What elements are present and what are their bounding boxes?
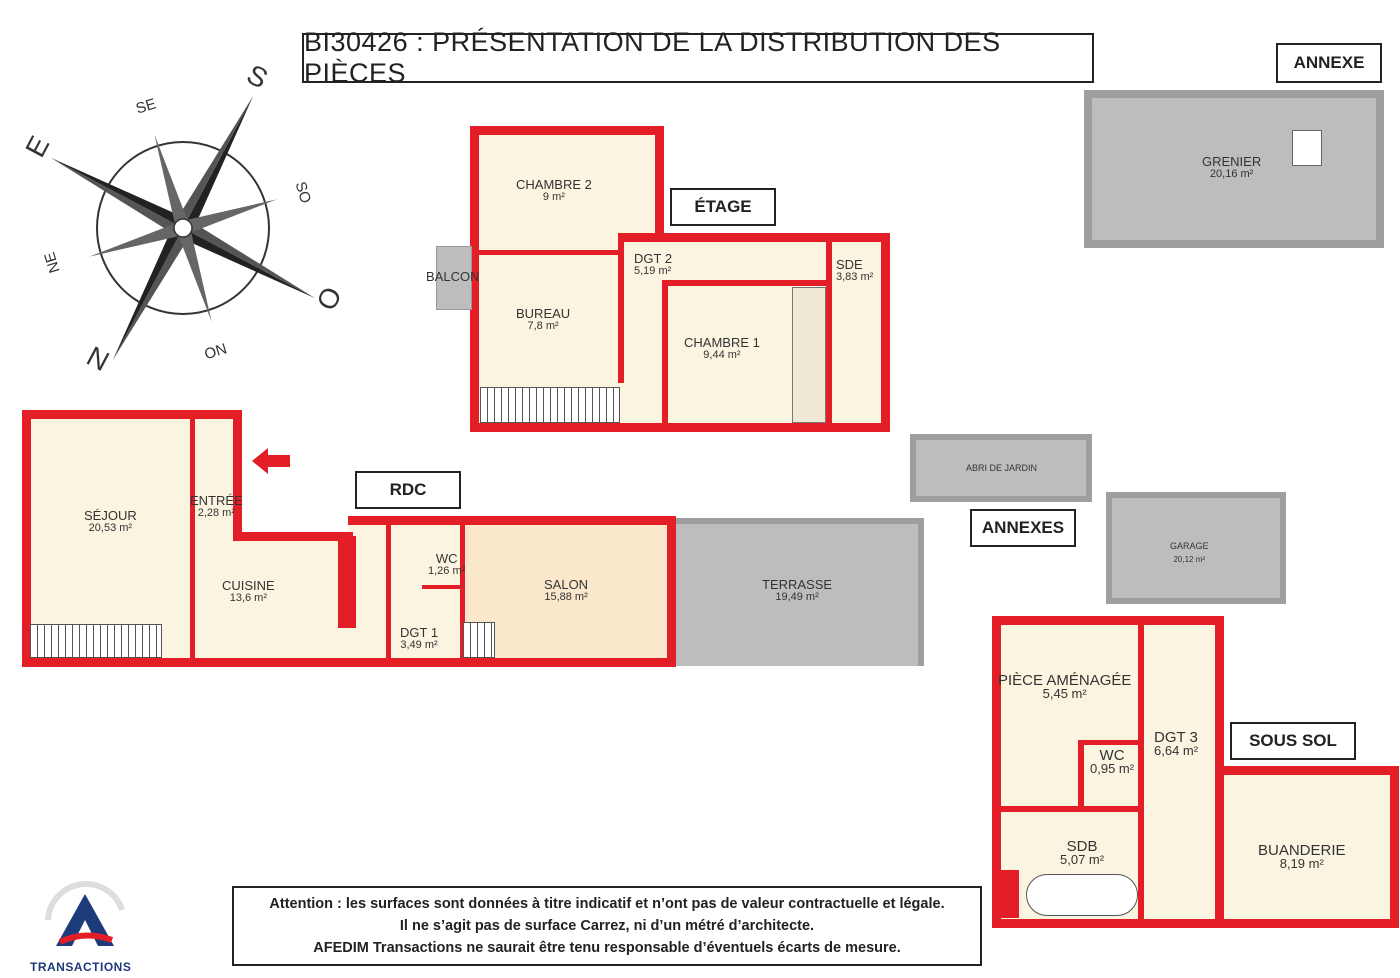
floor-dgt1 <box>348 516 466 666</box>
skylight-icon <box>1292 130 1322 166</box>
tag-etage-text: ÉTAGE <box>694 197 752 216</box>
tag-annexes-text: ANNEXES <box>981 518 1065 537</box>
disclaimer-notice: Attention : les surfaces sont données à … <box>232 886 982 966</box>
terrasse-area <box>676 518 924 666</box>
tag-annexe: ANNEXE <box>1276 43 1382 83</box>
notice-line-2: Il ne s’agit pas de surface Carrez, ni d… <box>399 918 815 934</box>
floor-buanderie <box>1218 766 1398 928</box>
logo-text: TRANSACTIONS <box>30 960 132 974</box>
bathtub-icon <box>1026 874 1138 916</box>
floor-rdc-left <box>22 410 242 666</box>
wardrobe <box>792 287 826 423</box>
balcon-area <box>436 246 472 310</box>
label-abri: ABRI DE JARDIN <box>966 463 1038 473</box>
tag-annexe-text: ANNEXE <box>1293 53 1365 72</box>
floor-salon <box>462 516 676 666</box>
stairs-rdc <box>30 624 162 658</box>
abri-area <box>910 434 1092 502</box>
page-title: BI30426 : PRÉSENTATION DE LA DISTRIBUTIO… <box>302 27 1094 88</box>
label-balcon: BALCON <box>426 269 480 284</box>
afedim-logo-icon <box>45 881 125 946</box>
tag-etage: ÉTAGE <box>670 188 776 226</box>
page-title-text: BI30426 : PRÉSENTATION DE LA DISTRIBUTIO… <box>304 27 1001 88</box>
entrance-arrow-icon <box>252 448 290 474</box>
compass-ne: NE <box>41 250 64 275</box>
tag-rdc-text: RDC <box>389 480 427 499</box>
floor-cuisine <box>232 536 352 666</box>
tag-annexes: ANNEXES <box>970 509 1076 547</box>
stairs-salon <box>463 622 495 658</box>
notice-line-3: AFEDIM Transactions ne saurait être tenu… <box>313 940 901 956</box>
tag-sous-sol-text: SOUS SOL <box>1249 731 1337 750</box>
grenier-area <box>1084 90 1384 248</box>
compass-rose-icon <box>50 95 316 361</box>
stairs-etage <box>480 387 620 423</box>
tag-sous-sol: SOUS SOL <box>1230 722 1356 760</box>
compass-so: SO <box>291 179 315 206</box>
tag-rdc: RDC <box>355 471 461 509</box>
garage-area <box>1106 492 1286 604</box>
notice-line-1: Attention : les surfaces sont données à … <box>269 896 945 912</box>
compass-se: SE <box>133 95 159 118</box>
